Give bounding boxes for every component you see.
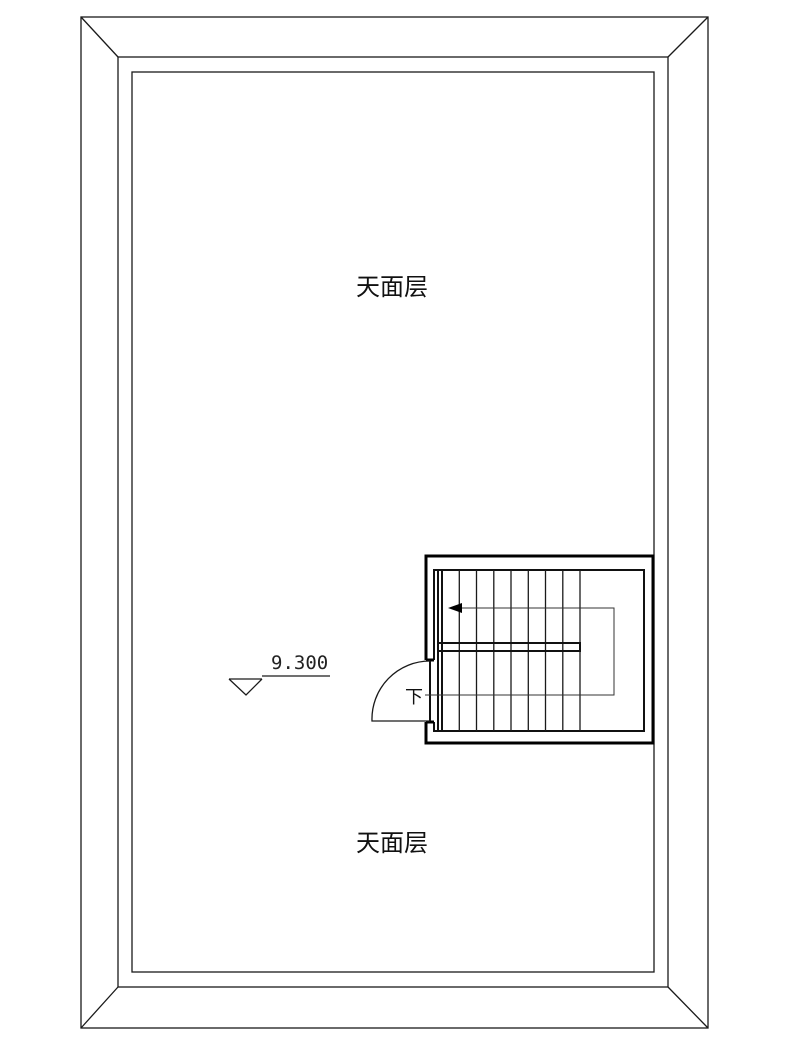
corner-line-bottom-left xyxy=(80,986,119,1029)
elevation-marker: 9.300 xyxy=(228,652,330,696)
corner-line-bottom-right xyxy=(667,986,709,1029)
stair-enclosure: 下 xyxy=(371,554,655,745)
parapet-outer-edge xyxy=(80,16,709,1029)
roof-slab-edge xyxy=(131,71,655,973)
corner-line-top-right xyxy=(667,16,709,58)
zone-label-lower: 天面层 xyxy=(356,829,428,857)
elevation-value: 9.300 xyxy=(271,652,328,674)
stair-wall-outer xyxy=(424,554,655,745)
door-swing-arc xyxy=(371,660,431,722)
corner-line-top-left xyxy=(80,16,119,58)
stair-walk-line xyxy=(425,607,615,696)
parapet-inner-edge xyxy=(117,56,669,988)
stair-arrow-icon xyxy=(448,603,462,613)
zone-label-upper: 天面层 xyxy=(356,273,428,301)
stair-wall-inner xyxy=(433,569,645,732)
stair-handrail xyxy=(437,642,581,652)
stair-direction-label: 下 xyxy=(405,687,423,708)
elevation-triangle-icon xyxy=(228,678,263,696)
